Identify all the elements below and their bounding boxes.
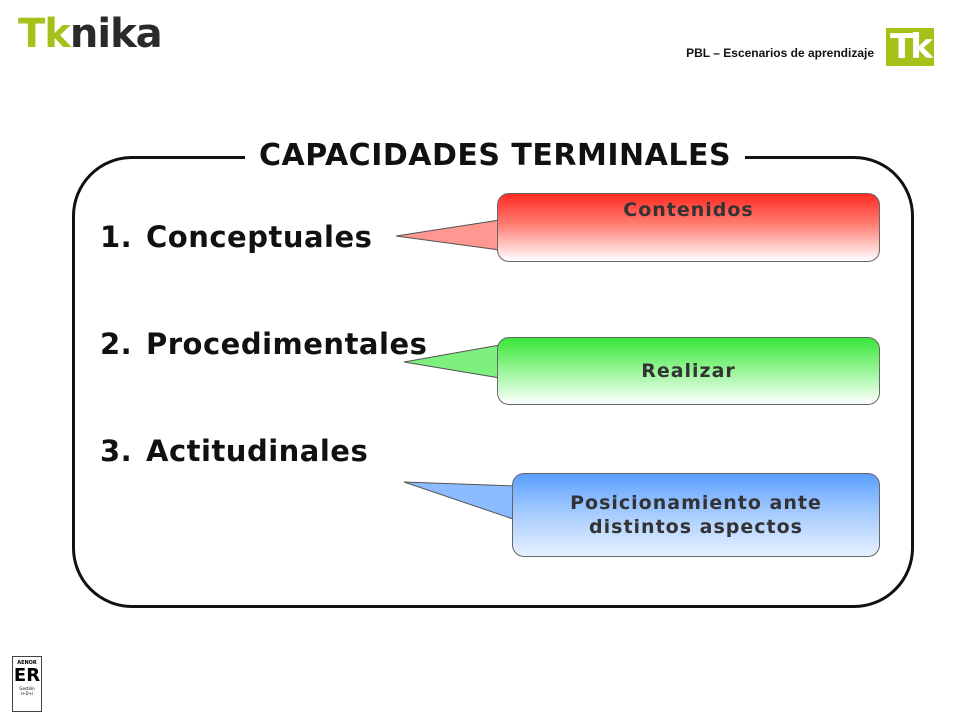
- callout-tail-posicionamiento: [403, 481, 517, 521]
- callout-contenidos: Contenidos: [497, 193, 880, 262]
- item-label: Conceptuales: [146, 220, 373, 254]
- logo-green-text: Tk: [18, 11, 71, 57]
- item-label: Actitudinales: [146, 434, 369, 468]
- logo-dark-text: nika: [69, 11, 163, 57]
- callout-realizar: Realizar: [497, 337, 880, 405]
- aenor-certification-logo: AENOR ER Gestión I+D+i: [12, 656, 42, 712]
- list-item-conceptuales: 1. Conceptuales: [100, 220, 372, 254]
- cert-line1: Gestión: [19, 686, 35, 691]
- cert-mark: ER: [13, 665, 41, 686]
- callout-label: Contenidos: [623, 198, 754, 221]
- item-number: 3.: [100, 434, 133, 468]
- callout-label: Posicionamiento ante distintos aspectos: [570, 492, 822, 538]
- cert-line2: I+D+i: [20, 691, 34, 696]
- callout-label: Realizar: [641, 360, 736, 382]
- page-title: CAPACIDADES TERMINALES: [245, 136, 746, 176]
- tk-badge: Tk: [886, 28, 934, 66]
- list-item-procedimentales: 2. Procedimentales: [100, 327, 427, 361]
- item-number: 2.: [100, 327, 133, 361]
- header-subtitle: PBL – Escenarios de aprendizaje: [686, 46, 874, 60]
- item-number: 1.: [100, 220, 133, 254]
- item-label: Procedimentales: [146, 327, 428, 361]
- cert-top-text: AENOR: [17, 660, 37, 666]
- list-item-actitudinales: 3. Actitudinales: [100, 434, 368, 468]
- callout-tail-contenidos: [395, 219, 501, 251]
- tknika-logo: Tknika: [18, 11, 163, 57]
- callout-posicionamiento: Posicionamiento ante distintos aspectos: [512, 473, 880, 557]
